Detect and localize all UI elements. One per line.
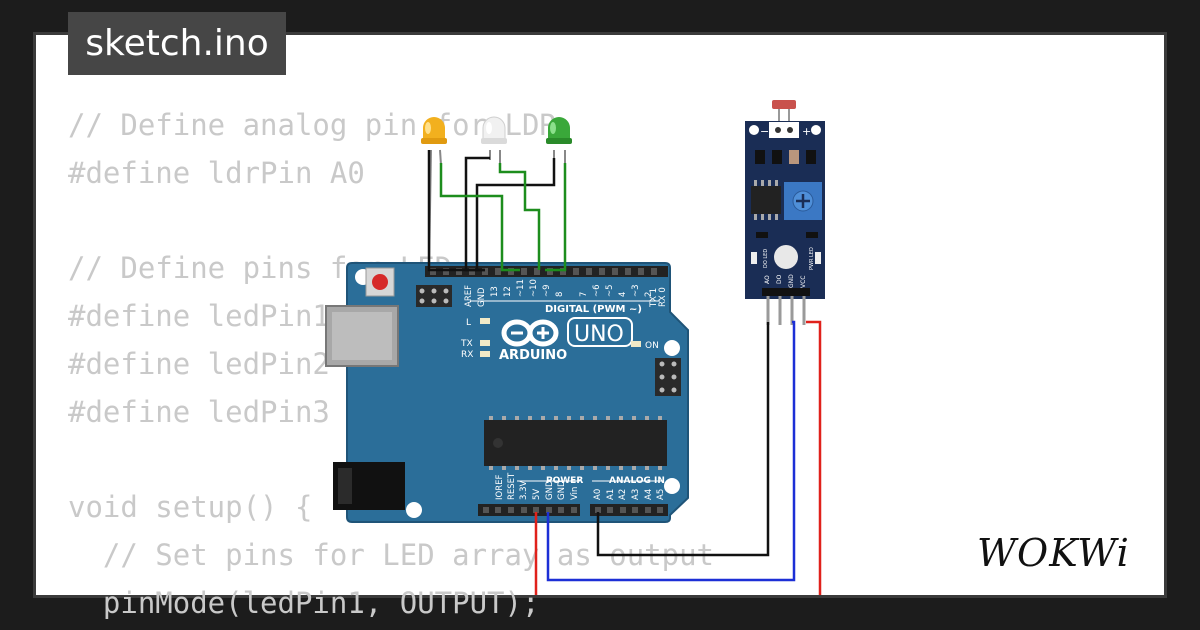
code-line: pinMode(ledPin1, OUTPUT);	[68, 585, 540, 620]
icsp-header	[416, 285, 452, 307]
pin-label: GND	[557, 480, 567, 500]
microcontroller-chip	[484, 416, 667, 470]
arduino-logo	[501, 319, 559, 347]
sensor-pin-labels: AO DO GND VCC	[764, 274, 807, 288]
pin-label: GND	[545, 480, 555, 500]
pin-label: ~9	[542, 284, 552, 297]
power-header-label: POWER	[546, 476, 583, 486]
pin-label: AREF	[464, 285, 474, 307]
pin-label: 4	[618, 292, 628, 297]
pin-label: A5	[656, 489, 666, 500]
mount-hole	[664, 478, 680, 494]
pin-label: A1	[606, 489, 616, 500]
pin-label: ~3	[631, 284, 641, 297]
pin-label: 13	[490, 286, 500, 297]
code-block: // Define analog pin for LDR #define ldrP…	[68, 102, 714, 628]
uno-badge	[567, 317, 633, 347]
code-line: #define ldrPin A0	[68, 155, 365, 190]
pwr-led-label: PWR LED	[809, 247, 815, 270]
mount-hole	[406, 502, 422, 518]
pin-label: ~11	[516, 279, 526, 297]
wire-black	[464, 156, 490, 272]
pin-label: 12	[503, 286, 513, 297]
pin-label: ~10	[529, 279, 539, 297]
wire-green	[498, 163, 541, 270]
pin-label: GND	[788, 274, 795, 288]
led-green[interactable]	[546, 117, 572, 165]
do-led-label: DO LED	[763, 249, 769, 268]
code-line: #define ledPin1 8	[68, 299, 365, 334]
mount-hole	[664, 340, 680, 356]
wire-red	[806, 320, 822, 595]
ldr-photoresistor	[772, 100, 796, 109]
analog-header	[590, 504, 668, 516]
on-label: ON	[645, 341, 659, 351]
on-led	[631, 341, 641, 347]
ldr-sensor-module[interactable]: − + DO LED PWR LED AO DO GND	[745, 100, 825, 325]
tx-led	[480, 340, 490, 346]
pin-label: ~5	[605, 284, 615, 297]
wire-black	[475, 158, 556, 270]
power-pin-labels: IOREF RESET 3.3V 5V GND GND Vin	[495, 472, 580, 500]
l-label: L	[466, 318, 471, 328]
sensor-wires	[534, 320, 822, 595]
wokwi-logo-text: WOKWi	[977, 531, 1130, 575]
pin-label: AO	[764, 275, 771, 284]
wire-black	[596, 322, 770, 557]
l-led	[480, 318, 490, 324]
tx-label: TX	[460, 339, 473, 349]
digital-header-label: DIGITAL (PWM ~)	[545, 304, 642, 315]
reset-button[interactable]	[372, 274, 388, 290]
code-line: // Define analog pin for LDR	[68, 108, 557, 142]
led-yellow[interactable]	[421, 117, 447, 271]
power-header	[478, 504, 580, 516]
led-wires	[427, 150, 567, 272]
wire-green	[439, 163, 520, 272]
pin-label: TX 1	[649, 288, 659, 308]
pin-label: 8	[555, 292, 565, 297]
pin-label: ~6	[592, 284, 602, 297]
file-tab[interactable]: sketch.ino	[68, 12, 286, 75]
rx-label: RX	[461, 350, 473, 360]
pin-label: Vin	[570, 487, 580, 500]
wire-green	[545, 163, 567, 272]
pin-label: A3	[631, 489, 641, 500]
sensor-minus-label: −	[760, 125, 769, 138]
pin-label: 7	[579, 292, 589, 297]
pin-label: 3.3V	[519, 480, 529, 500]
sensor-plus-label: +	[802, 125, 811, 138]
wire-blue	[546, 320, 796, 582]
pin-label: RX 0	[658, 287, 668, 307]
code-line: // Set pins for LED array as output	[68, 538, 715, 573]
analog-pin-labels: A0 A1 A2 A3 A4 A5	[593, 489, 666, 500]
pin-label: DO	[776, 274, 783, 284]
pin-label: A4	[644, 489, 654, 500]
sensor-led	[774, 245, 798, 269]
comparator-chip	[751, 186, 781, 214]
pin-label: IOREF	[495, 475, 505, 500]
pin-label: RESET	[507, 472, 517, 500]
pin-label: 5V	[532, 489, 542, 500]
uno-label: UNO	[574, 322, 624, 347]
pin-label: A0	[593, 489, 603, 500]
arduino-uno-board[interactable]: AREF GND 13 12 ~11 ~10 ~9 8 7 ~6 ~5 4 ~3…	[325, 262, 689, 523]
code-line: void setup() {	[68, 490, 313, 525]
arduino-wordmark: ARDUINO	[499, 348, 567, 363]
power-jack	[333, 462, 405, 510]
analog-header-label: ANALOG IN	[609, 476, 665, 486]
pin-label: GND	[477, 287, 487, 307]
pin-label: A2	[618, 489, 628, 500]
pin-label: VCC	[800, 276, 807, 288]
digital-header	[425, 266, 668, 277]
digital-pin-labels: AREF GND 13 12 ~11 ~10 ~9 8 7 ~6 ~5 4 ~3…	[464, 279, 668, 308]
icsp2-header	[655, 358, 681, 396]
pin-label: 2	[644, 292, 654, 297]
wokwi-logo: WOKWi	[977, 531, 1130, 575]
rx-led	[480, 351, 490, 357]
